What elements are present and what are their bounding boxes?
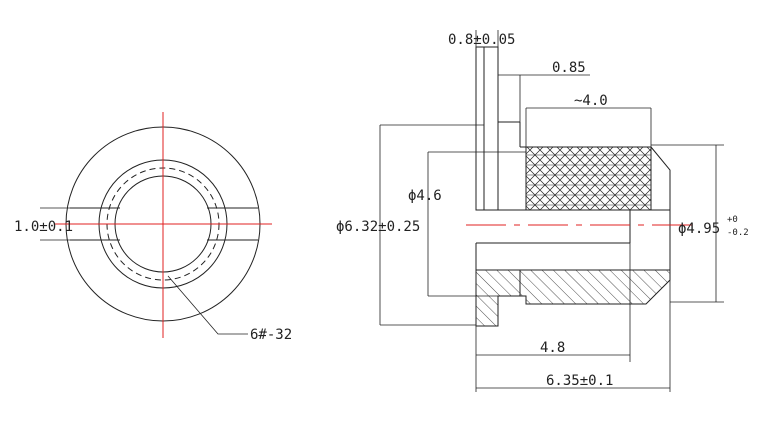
knurled-section xyxy=(525,146,652,211)
knurl-diameter-tol-upper: +0 xyxy=(727,215,738,225)
total-length-dimension: 6.35±0.1 xyxy=(546,373,613,389)
slot-width-dimension: 1.0±0.1 xyxy=(14,219,73,235)
gap-dimension: 0.85 xyxy=(552,60,586,76)
knurl-length-dimension: ~4.0 xyxy=(574,93,608,109)
knurl-diameter-tol-lower: -0.2 xyxy=(727,228,749,238)
bore-diameter-dimension: ϕ4.6 xyxy=(408,188,442,204)
thread-callout: 6#-32 xyxy=(250,327,292,343)
flange xyxy=(475,46,499,211)
outer-diameter-dimension: ϕ6.32±0.25 xyxy=(336,219,420,235)
side-view: 0.8±0.05 0.85 ~4.0 ϕ4.6 ϕ6.32±0.25 ϕ4.95… xyxy=(336,30,749,392)
thread-leader-line xyxy=(167,275,248,335)
knurl-diameter-dimension: ϕ4.95 xyxy=(678,221,720,237)
threaded-section xyxy=(475,269,521,327)
flange-thickness-dimension: 0.8±0.05 xyxy=(448,32,515,48)
thread-length-dimension: 4.8 xyxy=(540,340,565,356)
front-view: 1.0±0.1 6#-32 xyxy=(14,112,292,343)
threaded-section-body xyxy=(519,269,671,305)
